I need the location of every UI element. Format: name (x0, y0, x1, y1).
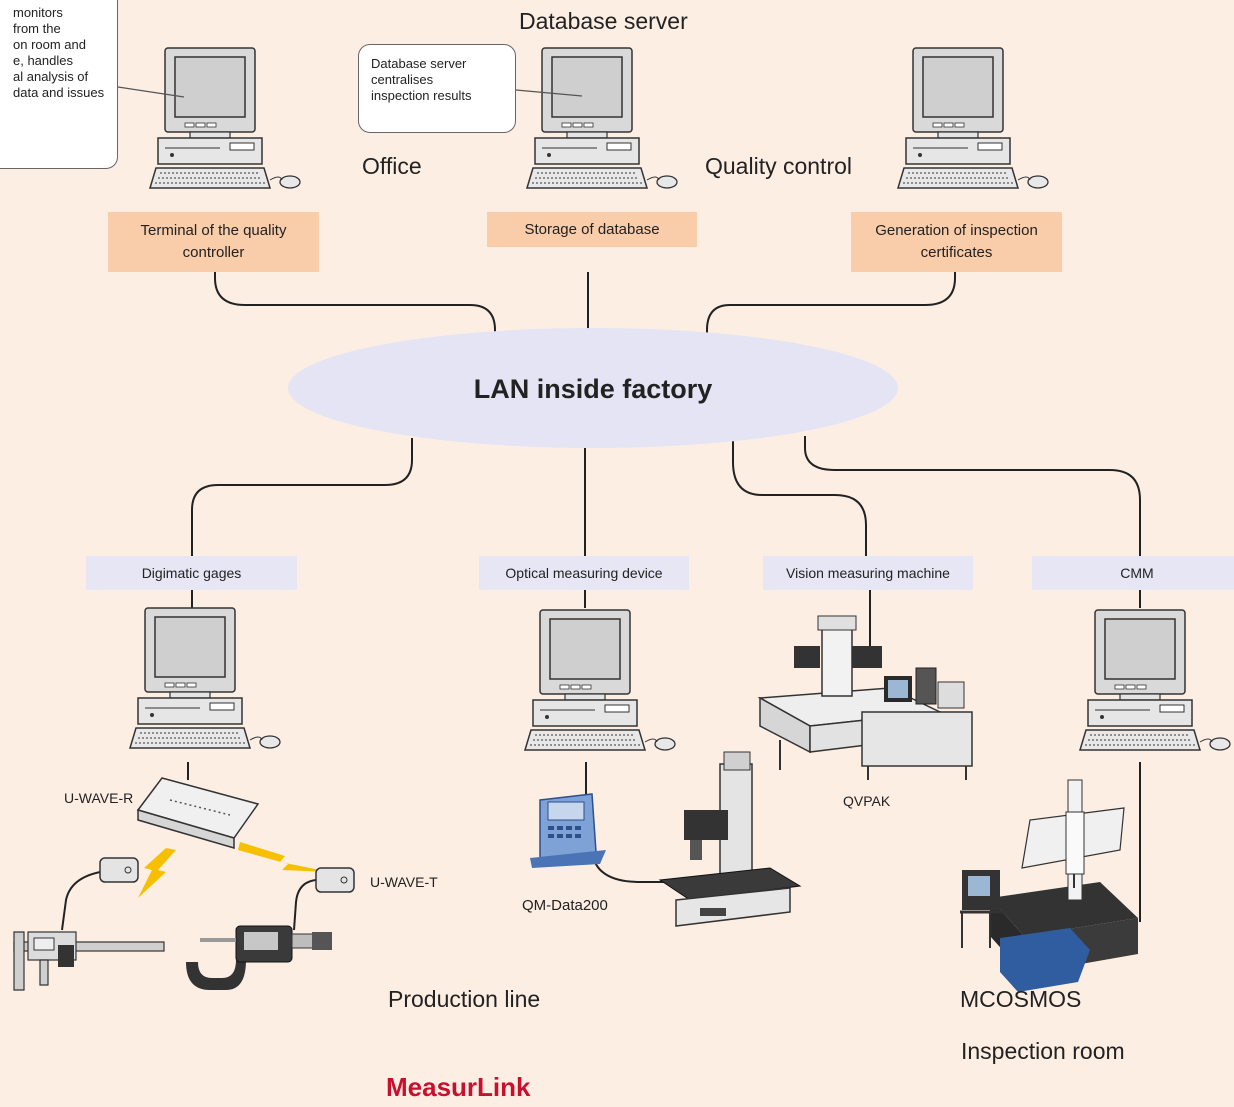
brand-measurlink: MeasurLink (386, 1072, 531, 1102)
computer-optical (524, 609, 676, 751)
label-quality-control: Quality control (705, 153, 853, 179)
computer-cmm (1079, 609, 1231, 751)
box-digimatic-gages: Digimatic gages (86, 556, 297, 590)
u-wave-r-device (136, 777, 260, 849)
box-generation-of-certificates: Generation of inspection certificates (851, 212, 1062, 272)
computer-digimatic (129, 607, 281, 749)
lan-label: LAN inside factory (474, 374, 713, 404)
u-wave-t-transmitter-left (99, 857, 139, 883)
computer-database-server (526, 47, 678, 189)
label-inspection-room: Inspection room (961, 1038, 1125, 1064)
label-u-wave-t: U-WAVE-T (370, 874, 438, 890)
computer-terminal (149, 47, 301, 189)
box-optical-measuring-device: Optical measuring device (479, 556, 689, 590)
label-qm-data200: QM-Data200 (522, 897, 608, 914)
box-storage-of-database: Storage of database (487, 212, 697, 247)
box-terminal-quality-controller: Terminal of the quality controller (108, 212, 319, 272)
callout-quality-controller: monitors from the on room and e, handles… (0, 0, 118, 169)
computer-quality-control (897, 47, 1049, 189)
callout-pointer-left (117, 86, 185, 98)
qm-data200-unit (530, 793, 606, 868)
callout-pointer-db (515, 89, 583, 97)
box-cmm: CMM (1032, 556, 1234, 590)
box-vision-measuring-machine: Vision measuring machine (763, 556, 973, 590)
vision-measuring-machine (757, 615, 973, 780)
u-wave-t-transmitter-right (315, 867, 355, 893)
wireless-bolt-left (138, 848, 176, 898)
callout-quality-controller-text: monitors from the on room and e, handles… (13, 5, 105, 100)
label-office: Office (362, 153, 422, 179)
label-mcosmos: MCOSMOS (960, 986, 1082, 1012)
wireless-bolt-right (238, 842, 330, 872)
lan-ellipse (288, 328, 898, 448)
cmm-machine (960, 779, 1138, 992)
callout-database-server-text: Database server centralises inspection r… (371, 56, 472, 103)
label-database-server: Database server (519, 8, 688, 34)
label-qvpak: QVPAK (843, 793, 891, 809)
connection-lines (61, 272, 1141, 931)
digital-caliper (13, 931, 165, 991)
digital-micrometer (186, 925, 332, 990)
label-u-wave-r: U-WAVE-R (64, 790, 134, 806)
measuring-microscope (658, 751, 802, 927)
callout-database-server: Database server centralises inspection r… (358, 44, 516, 133)
label-production-line: Production line (388, 986, 541, 1012)
